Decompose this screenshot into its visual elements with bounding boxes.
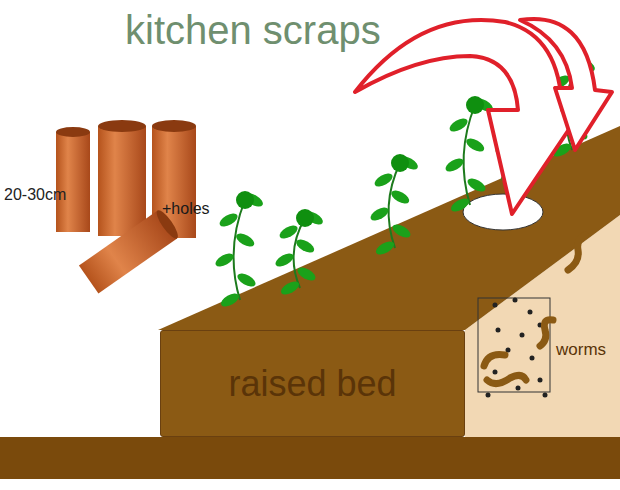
bed-front: raised bed xyxy=(160,330,465,437)
part-label: worms xyxy=(556,340,606,360)
red-arrow xyxy=(355,20,582,214)
red-arrow-back xyxy=(520,19,612,150)
hole xyxy=(463,194,543,230)
note: +holes xyxy=(162,200,210,218)
dimension: 20-30cm xyxy=(4,186,66,204)
ground xyxy=(0,437,620,479)
bed-label: raised bed xyxy=(228,363,396,405)
worms-drawing xyxy=(484,235,585,384)
title-label: kitchen scraps xyxy=(125,8,381,53)
